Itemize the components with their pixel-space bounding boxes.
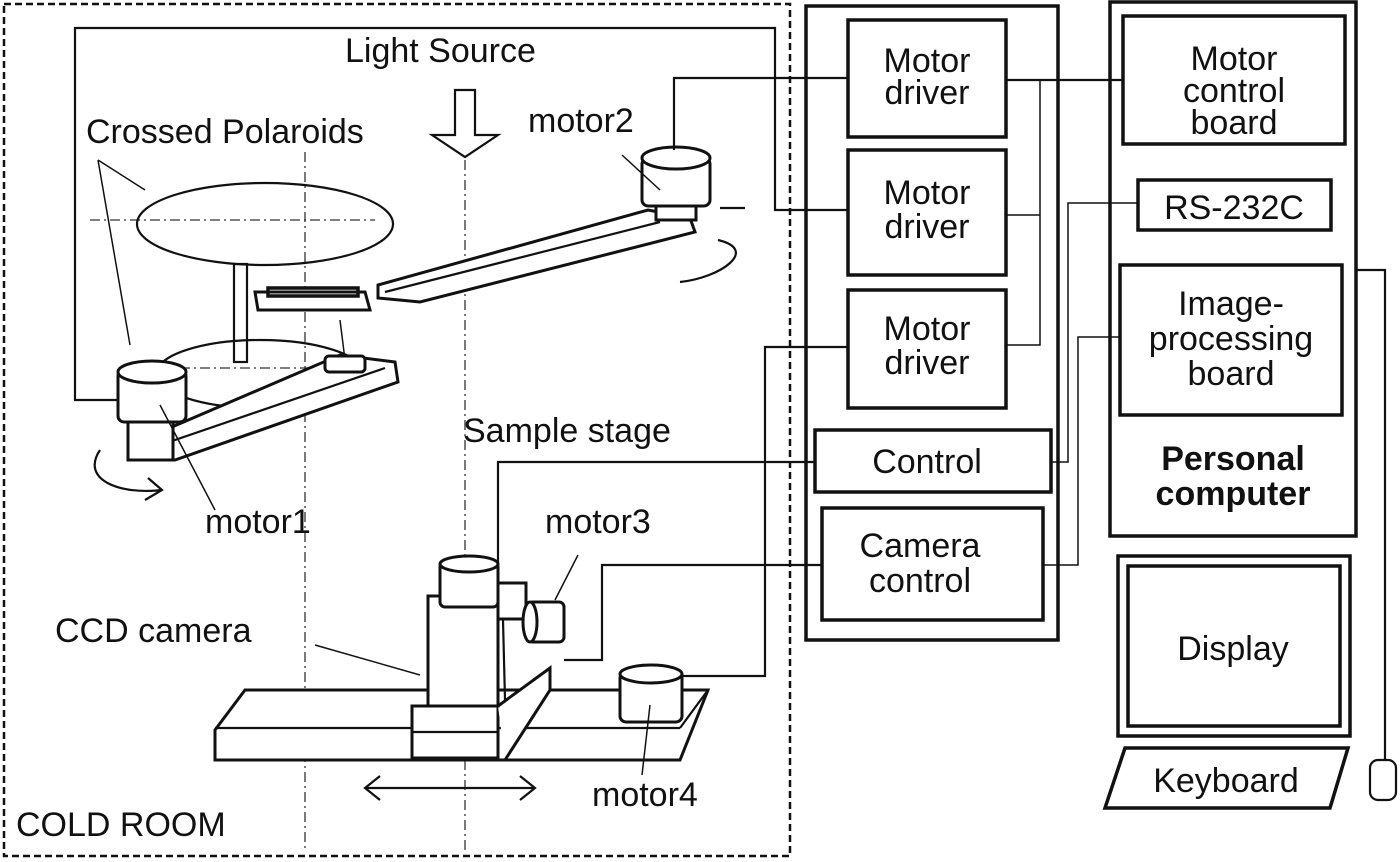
image-processing-board-label: processing bbox=[1149, 320, 1313, 358]
motor3-pointer bbox=[554, 554, 579, 601]
motor4-label: motor4 bbox=[592, 776, 698, 814]
motor-driver-2: Motor driver bbox=[846, 148, 1008, 277]
cold-room-region: COLD ROOM bbox=[2, 2, 792, 858]
mouse-icon bbox=[1356, 268, 1398, 802]
ccd-camera bbox=[426, 554, 528, 708]
upper-arm-edge bbox=[384, 220, 661, 294]
wire-control-rs232c bbox=[1051, 202, 1138, 463]
motor-driver-3-label: driver bbox=[884, 344, 969, 382]
motor-driver-2-label: Motor bbox=[884, 174, 971, 212]
lower-arm-hub bbox=[323, 354, 367, 374]
light-source-label: Light Source bbox=[345, 32, 536, 70]
polaroids-pointer bbox=[97, 159, 146, 346]
wire-camera-control bbox=[496, 460, 815, 580]
motor3-label: motor3 bbox=[545, 503, 651, 541]
keyboard-label: Keyboard bbox=[1153, 762, 1299, 800]
motor2-label: motor2 bbox=[528, 102, 634, 140]
motor-control-board-label: Motor bbox=[1191, 40, 1278, 78]
control-label: Control bbox=[872, 443, 982, 481]
sample-stage-label: Sample stage bbox=[463, 412, 671, 450]
motor1 bbox=[116, 359, 188, 462]
motor-control-board-label: control bbox=[1183, 72, 1285, 110]
rotation-arrow-icon bbox=[679, 206, 745, 284]
lower-arm-edge bbox=[139, 366, 386, 454]
light-source-arrow-icon bbox=[428, 88, 502, 159]
motor4 bbox=[618, 663, 684, 724]
motor-control-board-label: board bbox=[1191, 104, 1278, 142]
camera-control-label: control bbox=[869, 562, 971, 600]
keyboard: Keyboard bbox=[1102, 746, 1351, 810]
ccd-camera-pointer bbox=[314, 644, 421, 676]
translation-arrow-icon bbox=[363, 775, 537, 801]
crossed-polaroids-label: Crossed Polaroids bbox=[86, 113, 364, 151]
motor1-label: motor1 bbox=[205, 503, 311, 541]
cold-room-label: COLD ROOM bbox=[16, 806, 226, 844]
motor-driver-3: Motor driver bbox=[846, 288, 1008, 410]
motor-driver-2-label: driver bbox=[884, 208, 969, 246]
rs232c-label: RS-232C bbox=[1164, 189, 1304, 227]
wire-cameracontrol-imageboard bbox=[1043, 336, 1120, 566]
camera-control-label: Camera bbox=[860, 527, 981, 565]
upper-arm bbox=[376, 208, 697, 304]
camera-control-box: Camera control bbox=[820, 506, 1045, 622]
rs232c-port: RS-232C bbox=[1136, 178, 1333, 232]
image-processing-board: Image- processing board bbox=[1118, 263, 1344, 417]
motor-driver-1: Motor driver bbox=[846, 18, 1008, 139]
upper-polaroid bbox=[135, 181, 395, 267]
personal-computer-label: computer bbox=[1156, 475, 1311, 513]
ccd-camera-label: CCD camera bbox=[55, 612, 252, 650]
polaroid-post bbox=[232, 262, 249, 364]
wire-driver-bus bbox=[1006, 80, 1041, 346]
motor1-pointer bbox=[159, 404, 216, 511]
motor4-pointer bbox=[641, 704, 651, 776]
display-label: Display bbox=[1177, 630, 1288, 668]
wire-motor4-driver3 bbox=[682, 345, 848, 678]
image-processing-board-label: board bbox=[1188, 355, 1275, 393]
control-box: Control bbox=[813, 428, 1053, 494]
wiring bbox=[73, 26, 1138, 678]
motor-driver-1-label: Motor bbox=[884, 42, 971, 80]
image-processing-board-label: Image- bbox=[1178, 285, 1284, 323]
motor2 bbox=[621, 145, 712, 222]
cold-room-border bbox=[2, 2, 792, 858]
wire-motor2-driver1 bbox=[672, 76, 848, 150]
rotation-arrow-icon bbox=[93, 449, 164, 501]
wire-motor3-cameracontrol bbox=[564, 563, 822, 662]
wire-motor1-driver2 bbox=[73, 26, 848, 402]
personal-computer-label: Personal bbox=[1161, 440, 1305, 478]
motor-control-board: Motor control board bbox=[1121, 14, 1347, 146]
motor-driver-1-label: driver bbox=[884, 74, 969, 112]
display: Display bbox=[1116, 554, 1352, 738]
motor-driver-3-label: Motor bbox=[884, 310, 971, 348]
camera-rail bbox=[213, 665, 711, 762]
controller-unit-enclosure bbox=[804, 4, 1060, 642]
motor3 bbox=[521, 600, 566, 644]
